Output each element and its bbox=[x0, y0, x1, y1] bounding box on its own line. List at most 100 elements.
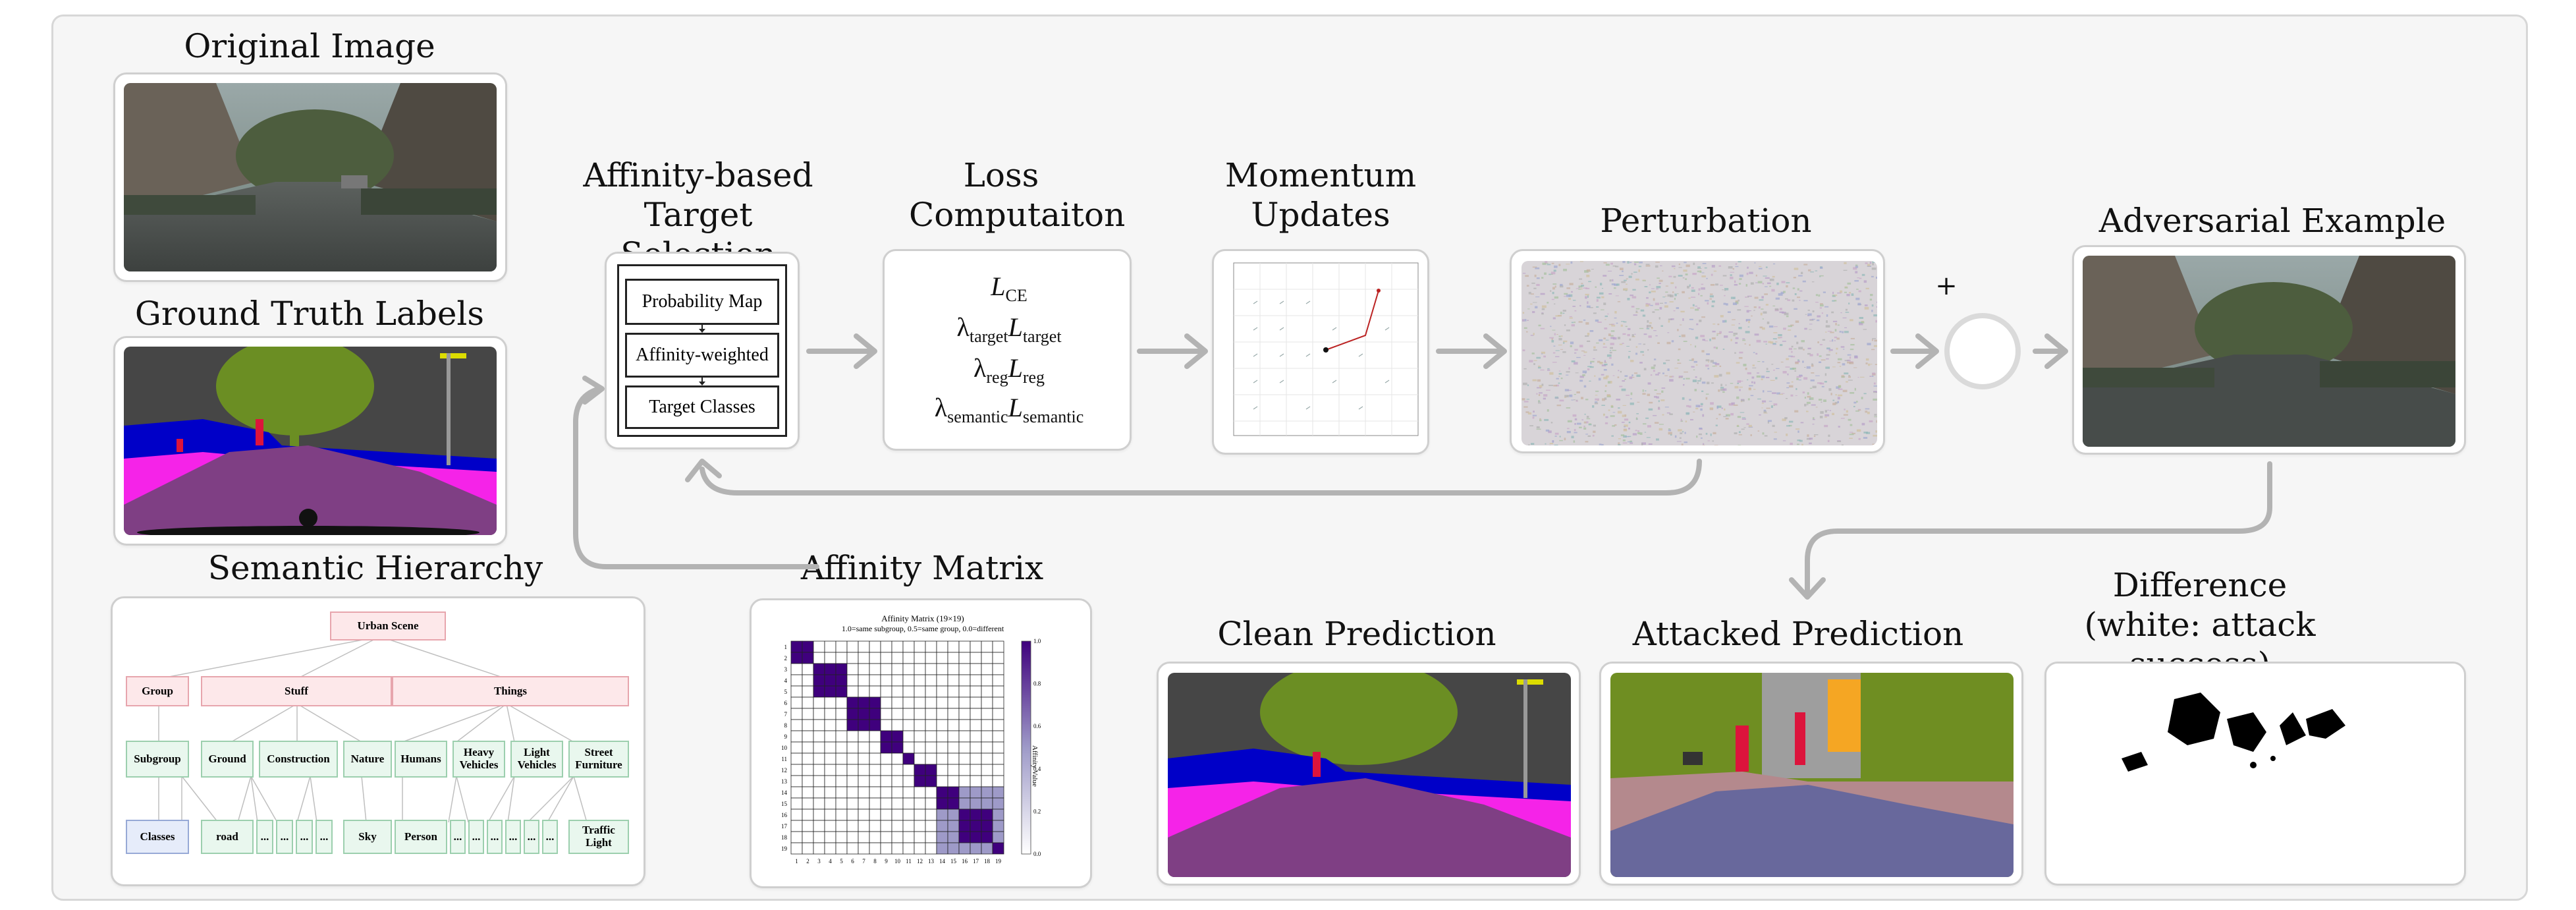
title-loss: Loss Computaiton bbox=[909, 156, 1126, 234]
matrix-cell bbox=[858, 842, 870, 855]
matrix-cell bbox=[880, 730, 892, 743]
matrix-cell bbox=[936, 640, 948, 653]
matrix-cell bbox=[835, 809, 848, 821]
matrix-cell bbox=[813, 708, 825, 720]
matrix-cell bbox=[947, 764, 960, 776]
matrix-cell bbox=[947, 697, 960, 709]
matrix-cell bbox=[970, 640, 982, 653]
matrix-cell bbox=[914, 674, 926, 687]
matrix-cell bbox=[824, 685, 836, 698]
matrix-cell bbox=[981, 685, 993, 698]
matrix-cell bbox=[835, 674, 848, 687]
hier-ellipsis: ... bbox=[450, 820, 466, 854]
matrix-cell bbox=[891, 775, 904, 787]
matrix-cell bbox=[936, 685, 948, 698]
matrix-cell bbox=[824, 741, 836, 754]
matrix-cell bbox=[880, 663, 892, 675]
matrix-cell bbox=[858, 652, 870, 664]
matrix-cell bbox=[925, 797, 937, 810]
matrix-cell bbox=[914, 797, 926, 810]
matrix-cell bbox=[914, 831, 926, 843]
matrix-cell bbox=[936, 786, 948, 799]
hier-construction: Construction bbox=[259, 741, 338, 778]
matrix-cell bbox=[846, 685, 859, 698]
matrix-cell bbox=[858, 797, 870, 810]
matrix-cell bbox=[925, 775, 937, 787]
matrix-cell bbox=[813, 741, 825, 754]
matrix-cell bbox=[925, 719, 937, 731]
hier-ellipsis: ... bbox=[296, 820, 313, 854]
matrix-cell bbox=[880, 640, 892, 653]
matrix-cell bbox=[846, 697, 859, 709]
matrix-cell bbox=[914, 820, 926, 832]
hier-subgroup: Subgroup bbox=[126, 741, 189, 778]
matrix-cell bbox=[970, 730, 982, 743]
title-ground-truth: Ground Truth Labels bbox=[134, 295, 485, 333]
hier-humans: Humans bbox=[395, 741, 447, 778]
matrix-cell bbox=[802, 652, 814, 664]
matrix-cell bbox=[981, 730, 993, 743]
matrix-cell bbox=[869, 797, 881, 810]
matrix-col-label: 9 bbox=[885, 858, 888, 865]
matrix-row-label: 10 bbox=[781, 745, 788, 751]
matrix-cell bbox=[981, 820, 993, 832]
matrix-cell bbox=[858, 640, 870, 653]
selection-arrows bbox=[699, 325, 705, 385]
matrix-cell bbox=[824, 775, 836, 787]
matrix-cell bbox=[981, 809, 993, 821]
matrix-cell bbox=[846, 663, 859, 675]
matrix-cell bbox=[813, 797, 825, 810]
matrix-cell bbox=[846, 730, 859, 743]
matrix-cell bbox=[835, 775, 848, 787]
matrix-cell bbox=[835, 640, 848, 653]
matrix-cell bbox=[936, 663, 948, 675]
matrix-col-label: 10 bbox=[894, 858, 901, 865]
matrix-cell bbox=[880, 797, 892, 810]
attacked-prediction-card bbox=[1599, 662, 2023, 886]
matrix-cell bbox=[970, 652, 982, 664]
matrix-cell bbox=[914, 809, 926, 821]
matrix-cell bbox=[958, 741, 971, 754]
matrix-cell bbox=[802, 797, 814, 810]
matrix-cell bbox=[846, 764, 859, 776]
title-affinity-matrix: Affinity Matrix bbox=[800, 549, 1044, 587]
probability-map-box: Probability Map bbox=[625, 279, 779, 325]
matrix-cell bbox=[902, 685, 915, 698]
matrix-cell bbox=[813, 831, 825, 843]
matrix-cell bbox=[992, 764, 1004, 776]
matrix-col-label: 11 bbox=[906, 858, 912, 865]
matrix-cell bbox=[858, 741, 870, 754]
matrix-row-label: 6 bbox=[784, 700, 788, 706]
matrix-row-label: 1 bbox=[784, 644, 788, 650]
matrix-cell bbox=[813, 697, 825, 709]
matrix-cell bbox=[970, 753, 982, 765]
matrix-cell bbox=[958, 697, 971, 709]
title-original-image: Original Image bbox=[184, 27, 435, 65]
ground-truth-segmentation bbox=[124, 347, 497, 535]
matrix-cell bbox=[880, 652, 892, 664]
matrix-cell bbox=[891, 797, 904, 810]
matrix-row-label: 18 bbox=[781, 834, 788, 841]
matrix-cell bbox=[824, 663, 836, 675]
matrix-cell bbox=[813, 663, 825, 675]
matrix-cell bbox=[790, 831, 803, 843]
matrix-row-label: 4 bbox=[784, 677, 788, 684]
matrix-cell bbox=[790, 820, 803, 832]
matrix-cell bbox=[902, 786, 915, 799]
matrix-cell bbox=[880, 753, 892, 765]
matrix-cell bbox=[835, 697, 848, 709]
matrix-cell bbox=[992, 685, 1004, 698]
matrix-cell bbox=[835, 764, 848, 776]
matrix-col-label: 16 bbox=[962, 858, 968, 865]
matrix-cell bbox=[880, 674, 892, 687]
matrix-cell bbox=[981, 708, 993, 720]
hier-things: Things bbox=[392, 676, 629, 706]
matrix-cell bbox=[835, 797, 848, 810]
matrix-title: Affinity Matrix (19×19) bbox=[881, 613, 964, 623]
matrix-cell bbox=[813, 809, 825, 821]
matrix-cell bbox=[958, 842, 971, 855]
matrix-cell bbox=[981, 640, 993, 653]
matrix-cell bbox=[835, 786, 848, 799]
matrix-cell bbox=[958, 764, 971, 776]
matrix-cell bbox=[790, 685, 803, 698]
